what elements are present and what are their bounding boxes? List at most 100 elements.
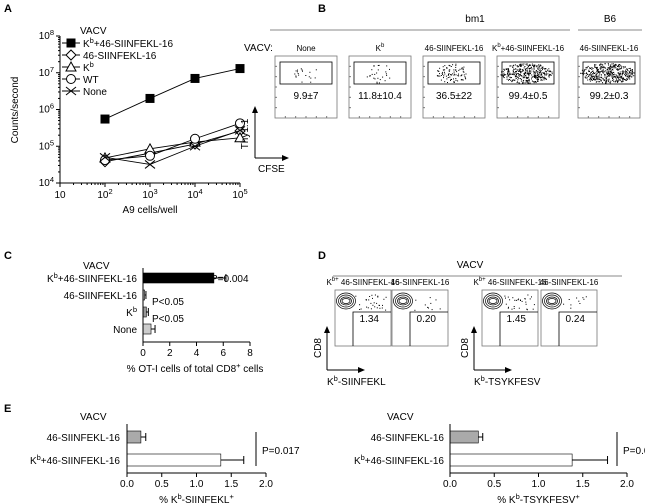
event-dot (513, 79, 515, 81)
event-dot (463, 71, 465, 73)
event-dot (516, 76, 518, 78)
marker-x-stroke (189, 141, 201, 151)
event-dot (523, 75, 525, 77)
density-contour (544, 294, 560, 308)
event-dot (592, 70, 594, 72)
event-dot (594, 64, 595, 66)
x-tick-label: 0.0 (443, 479, 457, 490)
event-dot (437, 70, 439, 72)
event-dot (517, 299, 519, 301)
percent-value: 36.5±22 (436, 91, 473, 102)
event-dot (607, 71, 609, 73)
event-dot (599, 73, 601, 75)
event-dot (534, 76, 536, 77)
event-dot (373, 65, 375, 67)
event-dot (600, 67, 602, 69)
event-dot (540, 67, 542, 69)
flow-plot-frame (334, 289, 392, 347)
event-dot (617, 65, 619, 67)
category-label: Kb+46-SIINFEKL-16 (47, 271, 137, 285)
event-dot (535, 70, 537, 72)
event-dot (458, 73, 459, 75)
event-dot (504, 295, 506, 297)
event-dot (591, 75, 593, 77)
event-dot (618, 68, 620, 70)
event-dot (540, 79, 542, 81)
event-dot (525, 80, 527, 82)
event-dot (593, 72, 594, 74)
event-dot (624, 66, 626, 68)
marker-triangle (234, 131, 246, 143)
event-dot (600, 79, 602, 81)
event-dot (532, 70, 534, 72)
event-dot (511, 308, 513, 310)
event-dot (622, 72, 624, 73)
event-dot (590, 68, 592, 69)
event-dot (506, 78, 508, 80)
event-dot (599, 67, 601, 69)
event-dot (532, 76, 534, 78)
event-dot (450, 79, 451, 81)
x-tick-label: 2.0 (620, 479, 634, 490)
event-dot (544, 73, 546, 74)
event-dot (532, 81, 534, 83)
event-dot (624, 66, 626, 68)
plot-title: 46-SIINFEKL-16 (425, 44, 484, 53)
event-dot (531, 80, 533, 82)
event-dot (439, 308, 441, 310)
event-dot (448, 73, 450, 75)
event-dot (628, 71, 630, 73)
panel-letter-a: A (4, 3, 12, 15)
event-dot (525, 69, 526, 71)
data-point-s0-2 (190, 73, 200, 83)
x-axis-title: % Kb-TSYKFESV+ (497, 492, 580, 503)
event-dot (461, 79, 463, 81)
event-dot (542, 75, 544, 77)
event-dot (379, 307, 381, 309)
event-dot (533, 67, 535, 69)
event-dot (594, 73, 595, 74)
category-label: 46-SIINFEKL-16 (371, 433, 445, 444)
event-dot (439, 73, 440, 75)
category-label: Kb (126, 305, 137, 319)
event-dot (532, 308, 534, 310)
event-dot (613, 79, 615, 81)
data-point-s0-0 (100, 114, 110, 124)
event-dot (355, 295, 357, 297)
event-dot (453, 78, 454, 80)
event-dot (455, 74, 457, 76)
event-dot (533, 81, 535, 83)
plot-title: 46-SIINFEKL-16 (391, 278, 450, 287)
event-dot (533, 304, 535, 306)
event-dot (458, 69, 460, 71)
event-dot (593, 75, 595, 77)
event-dot (503, 68, 505, 70)
event-dot (504, 74, 506, 76)
event-dot (526, 64, 528, 66)
y-tick-label: 104 (39, 175, 54, 189)
event-dot (633, 75, 635, 77)
event-dot (524, 71, 526, 73)
event-dot (533, 76, 535, 78)
event-dot (596, 79, 598, 81)
event-dot (602, 78, 604, 80)
event-dot (517, 76, 519, 78)
event-dot (620, 65, 622, 67)
event-dot (520, 65, 522, 66)
event-dot (424, 304, 426, 306)
event-dot (615, 77, 617, 79)
event-dot (440, 75, 442, 76)
event-dot (521, 63, 523, 65)
event-dot (512, 74, 514, 75)
event-dot (531, 63, 533, 65)
event-dot (436, 75, 438, 77)
event-dot (537, 80, 539, 82)
event-dot (631, 69, 633, 71)
event-dot (539, 76, 541, 78)
event-dot (618, 66, 620, 68)
event-dot (625, 71, 627, 73)
event-dot (507, 71, 509, 73)
event-dot (414, 309, 416, 311)
event-dot (586, 72, 587, 74)
event-dot (522, 81, 524, 83)
